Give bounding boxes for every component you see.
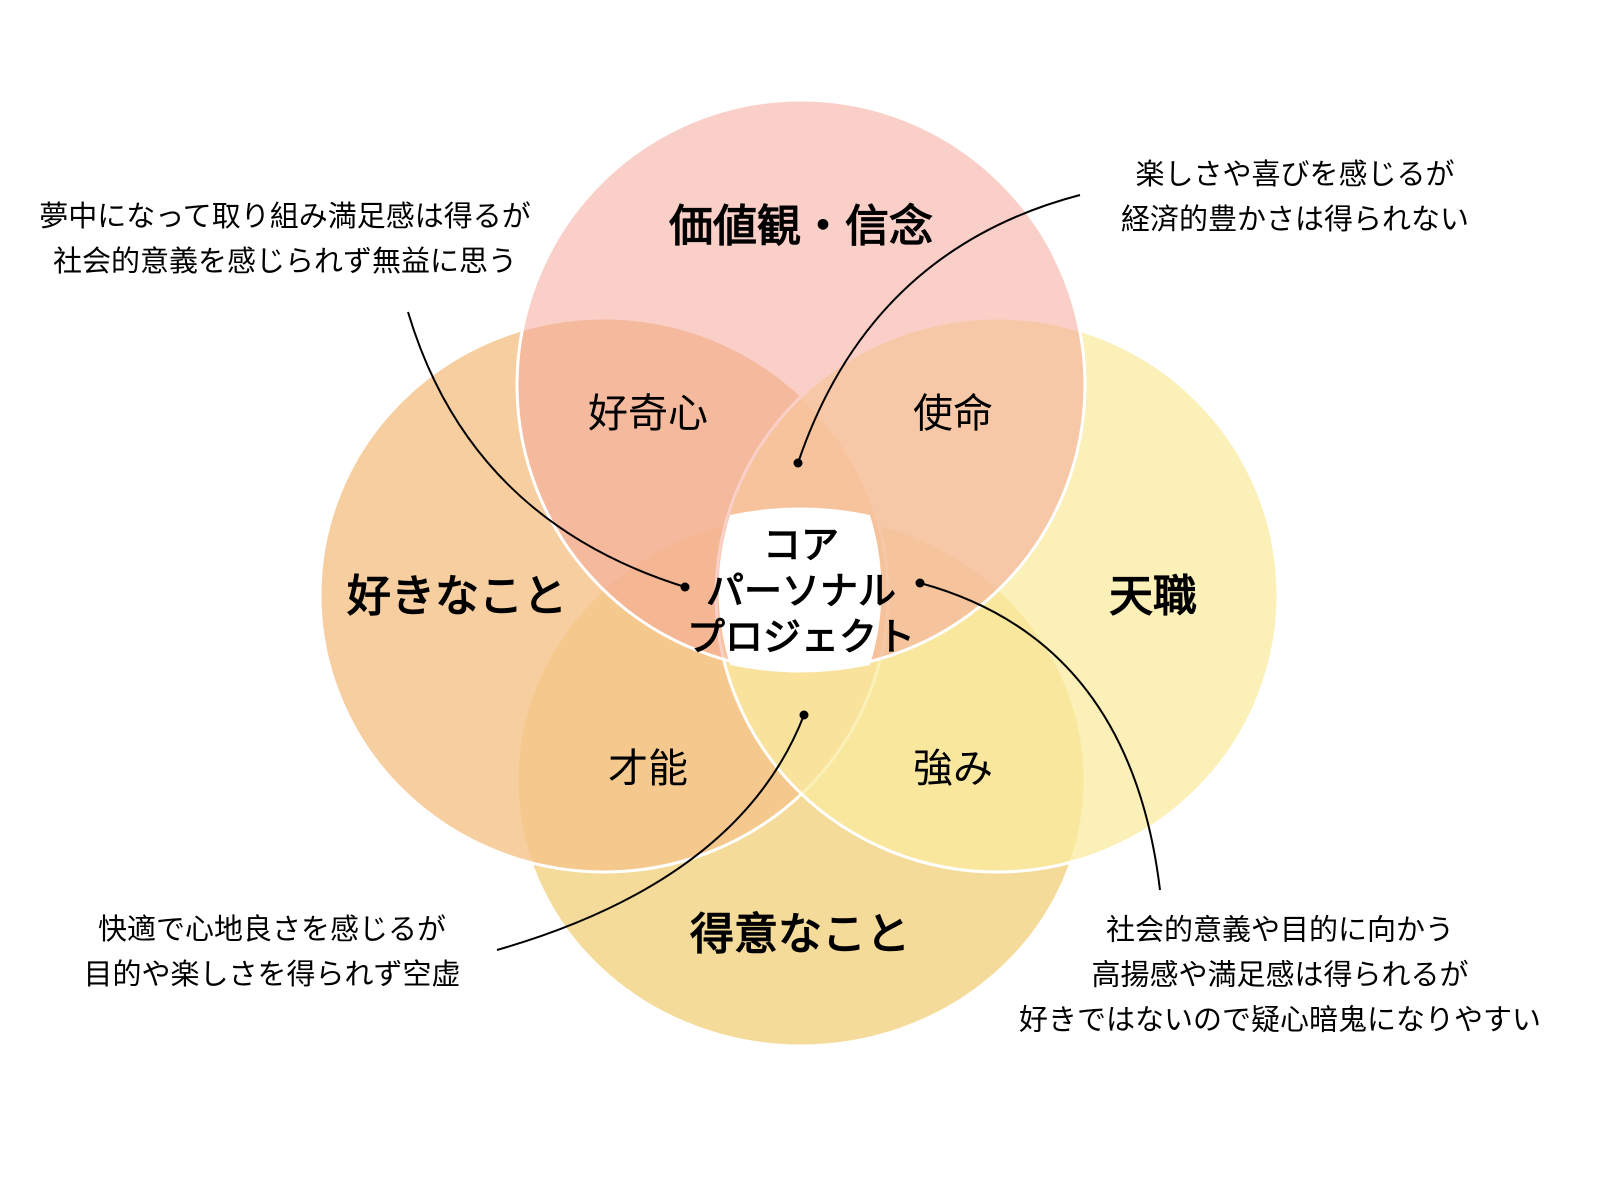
callout-text: 楽しさや喜びを感じるが	[1135, 157, 1455, 191]
callout-dot-top-right	[793, 458, 803, 468]
callout-dot-bottom-right	[915, 578, 925, 588]
callout-text: 経済的豊かさは得られない	[1120, 202, 1470, 236]
callout-bottom-left: 快適で心地良さを感じるが 目的や楽しさを得られず空虚	[83, 907, 460, 997]
callout-text: 社会的意義や目的に向かう	[1105, 912, 1455, 947]
label-mission: 使命	[913, 391, 993, 437]
callout-top-right: 楽しさや喜びを感じるが 経済的豊かさは得られない	[1121, 152, 1469, 242]
core-label: コア パーソナル プロジェクト	[687, 522, 915, 660]
core-line: コア	[762, 523, 840, 567]
callout-text: 目的や楽しさを得られず空虚	[83, 957, 461, 991]
callout-line-top-left	[407, 311, 686, 588]
core-line: パーソナル	[705, 569, 897, 613]
callout-text: 夢中になって取り組み満足感は得るが	[39, 199, 531, 233]
label-talent: 才能	[608, 746, 688, 792]
label-vocation: 天職	[1109, 571, 1197, 622]
callout-line-top-right	[797, 194, 1081, 464]
label-skills: 得意なこと	[690, 909, 910, 960]
callout-dot-top-left	[680, 582, 690, 592]
callout-top-left: 夢中になって取り組み満足感は得るが 社会的意義を感じられず無益に思う	[39, 194, 531, 284]
callout-text: 高揚感や満足感は得られるが	[1091, 957, 1469, 992]
callout-text: 社会的意義を感じられず無益に思う	[52, 244, 517, 278]
core-line: プロジェクト	[686, 615, 916, 659]
label-strength: 強み	[913, 746, 993, 792]
callout-text: 快適で心地良さを感じるが	[97, 912, 447, 946]
callout-line-bottom-right	[919, 582, 1161, 891]
core-center-shape	[718, 507, 882, 673]
label-likes: 好きなこと	[347, 571, 567, 622]
callout-text: 好きではないので疑心暗鬼になりやすい	[1018, 1002, 1542, 1037]
callout-dot-bottom-left	[799, 710, 809, 720]
label-values: 価値観・信念	[669, 201, 933, 252]
label-curiosity: 好奇心	[588, 391, 708, 437]
callout-line-bottom-left	[496, 714, 805, 951]
callout-bottom-right: 社会的意義や目的に向かう 高揚感や満足感は得られるが 好きではないので疑心暗鬼に…	[1019, 908, 1541, 1043]
